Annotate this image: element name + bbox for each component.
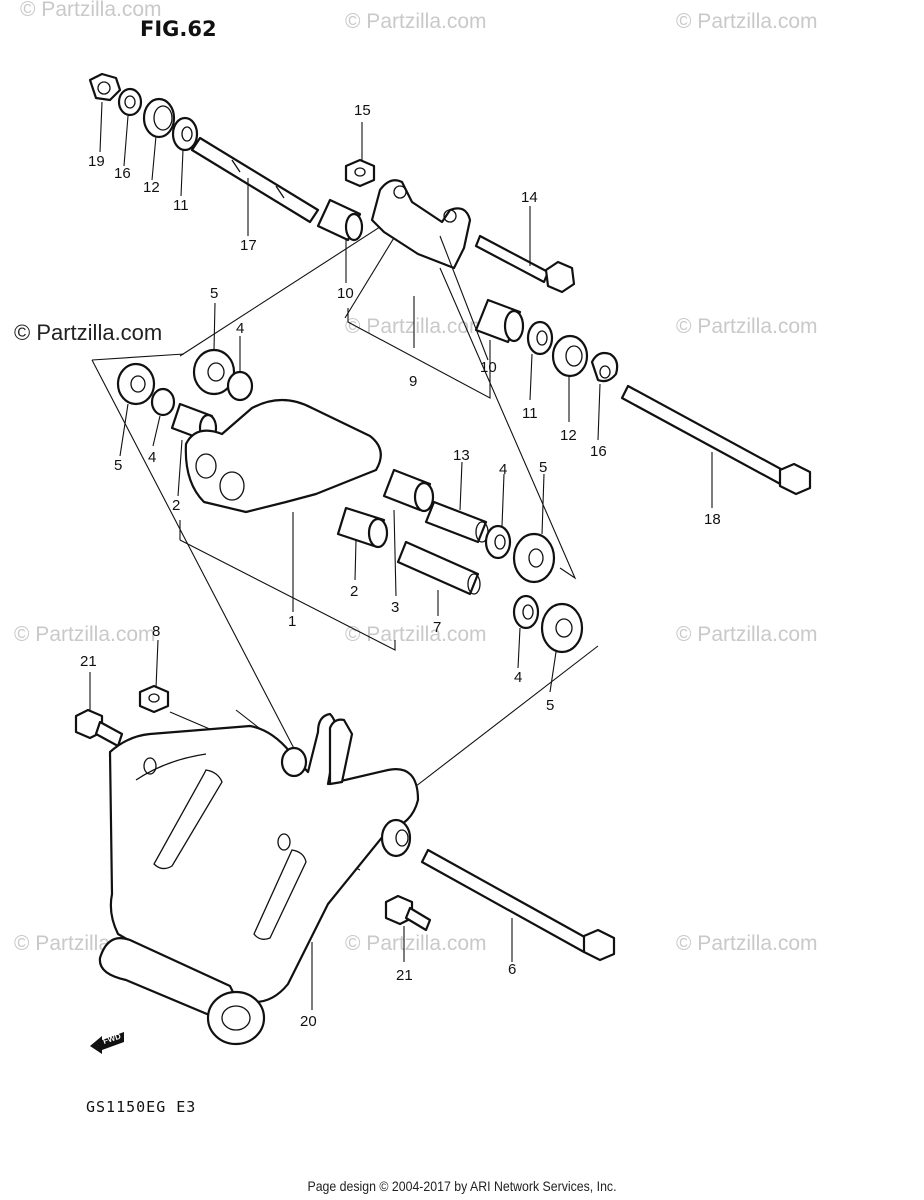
bearing-2-lower xyxy=(336,506,389,549)
collar-13 xyxy=(424,500,489,544)
callout-21: 21 xyxy=(80,653,97,670)
callout-2: 2 xyxy=(172,497,180,514)
washer-4-upper xyxy=(226,370,254,402)
nut-15 xyxy=(344,158,376,188)
spacer-12-right xyxy=(551,334,589,378)
callout-2: 2 xyxy=(350,583,358,600)
watermark: © Partzilla.com xyxy=(676,10,818,33)
page-footer: Page design © 2004-2017 by ARI Network S… xyxy=(307,1178,617,1194)
callout-1: 1 xyxy=(288,613,296,630)
washer-4-low xyxy=(512,594,540,630)
callout-4: 4 xyxy=(499,461,507,478)
spacer-12-top xyxy=(142,97,176,139)
callout-18: 18 xyxy=(704,511,721,528)
callout-8: 8 xyxy=(152,623,160,640)
bracket-9 xyxy=(370,179,472,270)
bearing-3 xyxy=(382,468,435,513)
watermark: © Partzilla.com xyxy=(676,315,818,338)
callout-4: 4 xyxy=(148,449,156,466)
washer-5-left xyxy=(116,362,156,406)
bolt-14 xyxy=(474,234,576,294)
callout-10: 10 xyxy=(480,359,497,376)
callout-12: 12 xyxy=(560,427,577,444)
callout-5: 5 xyxy=(210,285,218,302)
callout-4: 4 xyxy=(236,320,244,337)
washer-5-low xyxy=(540,602,584,654)
watermark: © Partzilla.com xyxy=(676,623,818,646)
collar-7 xyxy=(396,540,481,596)
lever-1 xyxy=(184,398,382,514)
bolt-21-right xyxy=(384,894,432,932)
callout-7: 7 xyxy=(433,619,441,636)
forward-arrow-icon: FWD xyxy=(90,1032,124,1054)
callout-17: 17 xyxy=(240,237,257,254)
callout-19: 19 xyxy=(88,153,105,170)
watermark: © Partzilla.com xyxy=(345,623,487,646)
watermark: © Partzilla.com xyxy=(345,10,487,33)
callout-16: 16 xyxy=(590,443,607,460)
callout-5: 5 xyxy=(539,459,547,476)
bolt-18 xyxy=(620,384,812,496)
callouts: 19 16 12 11 17 15 14 10 9 10 11 12 16 18… xyxy=(80,102,721,1030)
callout-14: 14 xyxy=(521,189,538,206)
washer-16-top xyxy=(117,87,143,117)
callout-11: 11 xyxy=(173,197,189,214)
leader-lines xyxy=(89,101,713,1010)
model-code: GS1150EG E3 xyxy=(86,1098,196,1116)
callout-21: 21 xyxy=(396,967,413,984)
watermark: © Partzilla.com xyxy=(676,932,818,955)
bracket-20 xyxy=(98,712,420,1046)
washer-4-mid xyxy=(484,524,512,560)
nut-19 xyxy=(88,72,122,102)
washer-16-right xyxy=(590,351,619,383)
shaft-17 xyxy=(190,136,320,224)
washer-11-top xyxy=(171,116,199,152)
washer-11-right xyxy=(526,320,554,356)
callout-4: 4 xyxy=(514,669,522,686)
callout-13: 13 xyxy=(453,447,470,464)
figure-title: FIG.62 xyxy=(140,17,217,41)
callout-16: 16 xyxy=(114,165,131,182)
callout-15: 15 xyxy=(354,102,371,119)
guide-lines xyxy=(91,204,599,871)
nut-8 xyxy=(138,684,170,714)
bearing-10-top xyxy=(316,198,364,242)
watermark: © Partzilla.com xyxy=(345,932,487,955)
watermark-primary: © Partzilla.com xyxy=(14,320,162,345)
callout-12: 12 xyxy=(143,179,160,196)
watermark: © Partzilla.com xyxy=(345,315,487,338)
callout-9: 9 xyxy=(409,373,417,390)
callout-20: 20 xyxy=(300,1013,317,1030)
callout-6: 6 xyxy=(508,961,516,978)
bolt-21-left xyxy=(74,708,124,748)
callout-11: 11 xyxy=(522,405,538,422)
bolt-6 xyxy=(420,848,616,962)
callout-3: 3 xyxy=(391,599,399,616)
watermark: © Partzilla.com xyxy=(14,623,156,646)
washer-5-mid xyxy=(512,532,556,584)
callout-10: 10 xyxy=(337,285,354,302)
callout-5: 5 xyxy=(114,457,122,474)
washer-4-left xyxy=(150,387,176,417)
watermark: © Partzilla.com xyxy=(20,0,162,21)
bearing-10-right xyxy=(474,298,525,344)
callout-5: 5 xyxy=(546,697,554,714)
